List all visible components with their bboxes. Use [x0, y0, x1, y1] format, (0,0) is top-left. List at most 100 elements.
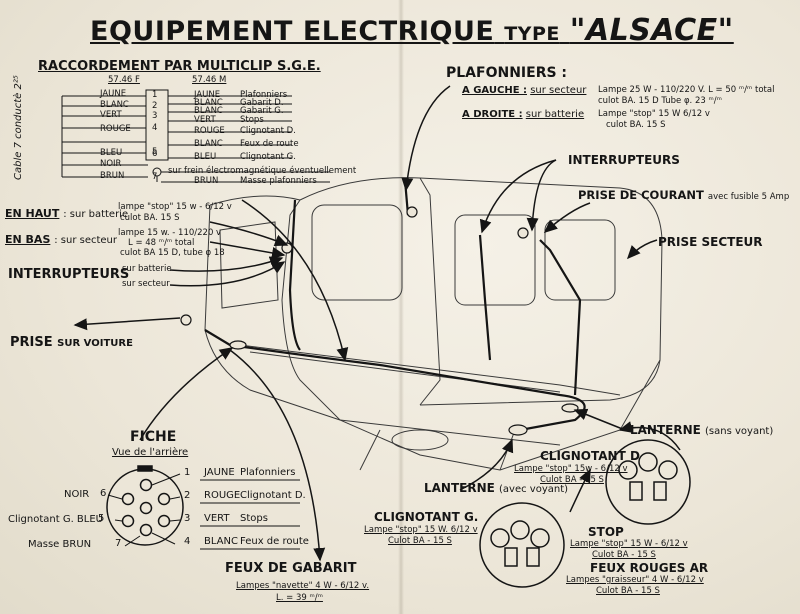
lanterne-voyant-heading: LANTERNE	[424, 481, 495, 495]
fiche-left-pin-number: 6	[100, 488, 107, 499]
wire-color-left: JAUNE	[100, 89, 127, 99]
wire-color-left: ROUGE	[100, 124, 131, 134]
connector-pin-number: 3	[152, 111, 158, 121]
interrupteurs-option-batterie: sur batterie	[122, 264, 172, 274]
fiche-subheading: Vue de l'arrière	[112, 447, 189, 458]
fiche-right-pin-function: Clignotant D.	[240, 490, 306, 501]
wire-function: Clignotant D.	[240, 126, 296, 136]
leader-arrows	[73, 85, 681, 562]
connector-pin-number: 1	[152, 90, 158, 100]
wire-color-right: JAUNE	[194, 90, 221, 100]
fiche-left-pin-name: Masse BRUN	[28, 539, 92, 550]
wire-color-right: BLANC	[194, 106, 223, 116]
lanterne-voyant-group: LANTERNE (avec voyant)	[424, 482, 568, 495]
clignotant-g-culot: Culot BA - 15 S	[388, 536, 452, 546]
wire-function: Masse plafonniers	[240, 176, 317, 186]
stop-culot: Culot BA - 15 S	[592, 550, 656, 560]
lanterne-sans-detail: (sans voyant)	[705, 426, 774, 437]
en-bas-label: EN BAS	[5, 233, 51, 246]
raccordement-heading: RACCORDEMENT PAR MULTICLIP S.G.E.	[38, 59, 321, 74]
wire-color-right: VERT	[194, 115, 216, 125]
caravan-body	[204, 177, 663, 471]
en-haut-label: EN HAUT	[5, 207, 60, 220]
plafonnier-gauche-culot: culot BA. 15 D Tube φ. 23 ᵐ/ᵐ	[598, 96, 722, 106]
fiche-right-pin-function: Plafonniers	[240, 467, 296, 478]
connector-pin-number: 7	[152, 172, 158, 182]
interrupteurs-right-label: INTERRUPTEURS	[568, 153, 680, 167]
fittings	[180, 206, 579, 436]
wire-color-right: BLANC	[194, 98, 223, 108]
lanterne-sans-group: LANTERNE (sans voyant)	[630, 424, 773, 437]
wire-function: Gabarit G.	[240, 106, 284, 116]
wire-color-left: VERT	[100, 110, 122, 120]
connector-pin-number: 5	[152, 147, 158, 157]
fiche-left-pin-number: 7	[115, 538, 122, 549]
plafonnier-gauche-lamp: Lampe 25 W - 110/220 V. L = 50 ᵐ/ᵐ total	[598, 85, 775, 95]
fiche-left-pin-name: NOIR	[64, 489, 90, 500]
wire-function: Plafonniers	[240, 90, 288, 100]
fiche-heading: FICHE	[130, 429, 177, 445]
fiche-left-pin-number: 5	[98, 513, 105, 524]
lanterne-sans-heading: LANTERNE	[630, 423, 701, 437]
en-bas-length: L = 48 ᵐ/ᵐ total	[128, 238, 195, 248]
stop-lamp: Lampe "stop" 15 W - 6/12 v	[570, 539, 688, 549]
plafonnier-droite-detail: sur batterie	[525, 109, 585, 120]
plafonnier-droite-lamp: Lampe "stop" 15 W 6/12 v	[598, 109, 710, 119]
plafonnier-gauche: A GAUCHE : sur secteur	[462, 86, 586, 96]
plafonnier-gauche-label: A GAUCHE :	[462, 85, 527, 96]
fiche-pin-lines	[107, 473, 300, 550]
connector-pin-number: 6	[152, 149, 158, 159]
diagram-title: EQUIPEMENT ELECTRIQUE TYPE "ALSACE"	[90, 16, 734, 46]
plafonniers-heading: PLAFONNIERS :	[446, 65, 568, 81]
wire-color-left: BLEU	[100, 148, 123, 158]
cable-label: Cable 7 conductè 2²⁵	[13, 75, 24, 180]
prise-voiture-a: PRISE	[10, 335, 53, 350]
en-bas-detail: : sur secteur	[54, 235, 117, 246]
wire-color-left: NOIR	[100, 159, 122, 169]
prise-courant-label: PRISE DE COURANT	[578, 188, 704, 202]
stop-heading: STOP	[588, 525, 624, 539]
plafonnier-gauche-detail: sur secteur	[530, 85, 587, 96]
title-main: EQUIPEMENT ELECTRIQUE	[90, 16, 495, 47]
fiche-left-pin-name: Clignotant G. BLEU	[8, 514, 104, 525]
ref-left: 57.46 F	[108, 75, 140, 85]
feux-rouges-lamp: Lampes "graisseur" 4 W - 6/12 v	[566, 575, 704, 585]
fiche-right-pin-function: Feux de route	[240, 536, 309, 547]
wire-function: Stops	[240, 115, 264, 125]
wire-function: Feux de route	[240, 139, 299, 149]
wire-color-left: BLANC	[100, 100, 129, 110]
wire-color-right: ROUGE	[194, 126, 225, 136]
connector-pin-number: 2	[152, 101, 158, 111]
en-haut-lamp: lampe "stop" 15 w - 6/12 v	[118, 202, 232, 212]
plafonnier-droite-label: A DROITE :	[462, 109, 523, 120]
en-bas-lamp: lampe 15 w. - 110/220 v	[118, 228, 222, 238]
wire-function: Clignotant G.	[240, 152, 296, 162]
ref-right: 57.46 M	[192, 75, 227, 85]
lanterne-voyant-detail: (avec voyant)	[499, 484, 569, 495]
wire-color-left: BRUN	[100, 171, 125, 181]
right-rear-light	[605, 439, 691, 525]
fiche-right-pin-number: 2	[184, 490, 191, 501]
fiche-right-pin-function: Stops	[240, 513, 268, 524]
main-cable	[204, 179, 586, 432]
feux-rouges-heading: FEUX ROUGES AR	[590, 561, 709, 575]
multiclip-wiring-table	[61, 89, 330, 183]
wire-color-right: BRUN	[194, 176, 219, 186]
connector-pin-number: 4	[152, 123, 158, 133]
fiche-connector	[106, 465, 184, 546]
fiche-right-pin-number: 3	[184, 513, 191, 524]
clignotant-d-culot: Culot BA - 15 S	[540, 475, 604, 485]
en-bas-group: EN BAS : sur secteur	[5, 234, 117, 246]
prise-voiture-label: PRISE SUR VOITURE	[10, 336, 133, 349]
en-haut-group: EN HAUT : sur batterie	[5, 208, 128, 220]
clignotant-g-lamp: Lampe "stop" 15 W. 6/12 v	[364, 525, 478, 535]
fiche-right-pin-color: JAUNE	[204, 467, 235, 478]
title-model: "ALSACE"	[569, 13, 734, 48]
clignotant-d-lamp: Lampe "stop" 15w - 6/12 v	[514, 464, 628, 474]
wire-function: sur frein électromagnétique éventuelleme…	[168, 166, 357, 176]
en-haut-culot: culot BA. 15 S	[120, 213, 180, 223]
en-bas-culot: culot BA 15 D, tube φ 18	[120, 248, 225, 258]
wire-function: Gabarit D.	[240, 98, 284, 108]
